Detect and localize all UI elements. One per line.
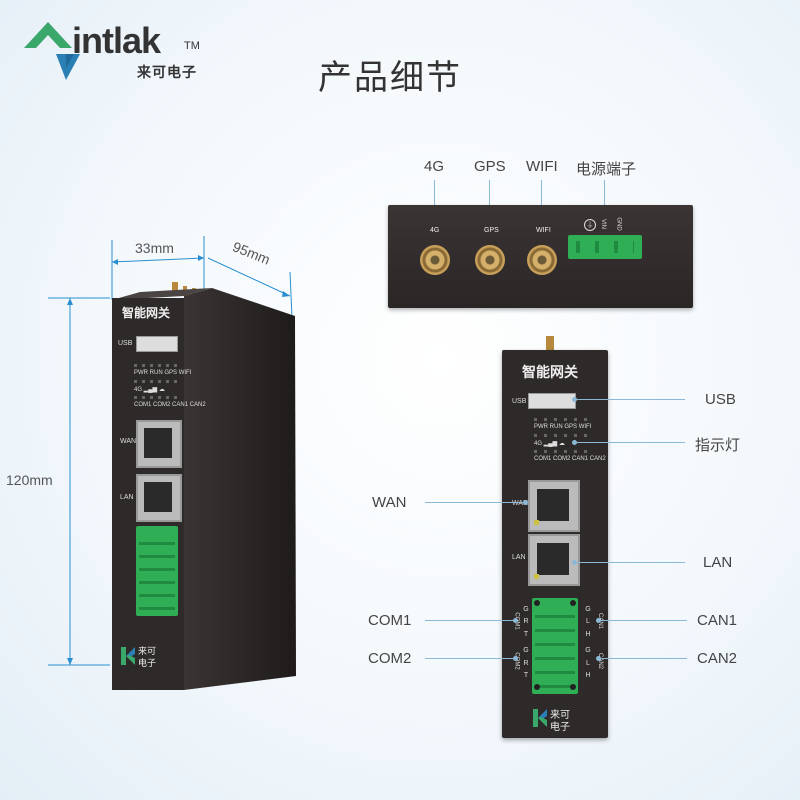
left-footer-logo: 来可 电子 xyxy=(120,642,176,670)
top-port-label-wifi: WIFI xyxy=(536,227,551,234)
front-wan-label: WAN xyxy=(512,500,529,507)
left-wan-port xyxy=(136,420,182,468)
callout-can2: CAN2 xyxy=(697,650,738,667)
power-terminal xyxy=(568,235,642,259)
top-port-label-4g: 4G xyxy=(430,227,440,234)
front-terminal-block xyxy=(532,598,578,694)
sma-port-4g xyxy=(420,245,450,275)
top-panel: 4G GPS WIFI ⏚ VIN GND xyxy=(388,205,693,308)
front-led-label-wifi: WIFI xyxy=(578,424,592,430)
pin-right-4: L xyxy=(586,659,590,667)
terminal-label-vin: VIN xyxy=(600,218,607,230)
left-footer-cn-1: 来可 xyxy=(138,647,157,657)
logo-mark-icon xyxy=(24,22,80,80)
footer-logo-icon xyxy=(121,647,135,665)
pin-right-1: L xyxy=(586,618,590,626)
left-usb-label: USB xyxy=(118,340,133,347)
top-label-gps: GPS xyxy=(474,158,506,175)
left-led-label-pwr: PWR xyxy=(134,370,148,376)
callout-com2: COM2 xyxy=(368,650,412,667)
pin-right-0: G xyxy=(585,606,591,613)
dimension-width: 33mm xyxy=(135,240,174,256)
front-led-label-gps: GPS xyxy=(564,424,578,430)
left-led-label-can1: CAN1 xyxy=(172,402,189,408)
front-right-pins: G L H G L H xyxy=(584,604,592,682)
sma-port-wifi xyxy=(527,245,557,275)
terminal-label-gnd: GND xyxy=(615,217,622,231)
sma-port-gps xyxy=(475,245,505,275)
top-label-power-terminal: 电源端子 xyxy=(576,160,637,178)
callout-wan: WAN xyxy=(372,494,407,511)
left-lan-label: LAN xyxy=(120,494,134,501)
left-led-label-com1: COM1 xyxy=(134,402,152,408)
ground-icon: ⏚ xyxy=(584,219,596,231)
left-lan-port xyxy=(136,474,182,522)
left-led-label-gps: GPS xyxy=(164,370,178,376)
left-usb-port xyxy=(136,336,178,352)
dimension-height: 120mm xyxy=(6,472,53,488)
left-led-label-4g: 4G xyxy=(134,387,143,393)
pin-right-3: G xyxy=(585,647,591,655)
front-led-label-can1: CAN1 xyxy=(572,456,589,462)
left-terminal-block xyxy=(136,526,178,616)
front-footer-logo: 来可 电子 xyxy=(532,704,592,733)
front-led-label-4g: 4G xyxy=(534,441,543,447)
pin-right-2: H xyxy=(585,630,591,638)
callout-usb: USB xyxy=(705,391,736,408)
page-title: 产品细节 xyxy=(318,58,462,98)
front-footer-logo-icon xyxy=(533,709,547,727)
pin-left-1: R xyxy=(523,618,529,626)
front-led-label-pwr: PWR xyxy=(534,424,548,430)
pin-left-2: T xyxy=(523,630,529,638)
left-led-label-wifi: WIFI xyxy=(178,370,192,376)
front-wan-port xyxy=(528,480,580,532)
left-led-label-can2: CAN2 xyxy=(189,402,206,408)
pin-left-5: T xyxy=(523,672,529,680)
left-device-name: 智能网关 xyxy=(122,306,171,320)
top-label-wifi: WIFI xyxy=(526,158,558,175)
front-device: 智能网关 USB PWR RUN GPS WIFI 4G ▂▄▆ ☁ COM1 … xyxy=(502,350,608,738)
front-led-label-com1: COM1 xyxy=(534,456,552,462)
left-device-front: 智能网关 USB PWR RUN GPS WIFI 4G ▂▄▆ ☁ COM1 … xyxy=(112,298,206,690)
brand-tm: TM xyxy=(184,40,200,52)
front-device-name: 智能网关 xyxy=(522,365,578,381)
front-lan-label: LAN xyxy=(512,554,526,561)
front-led-panel: PWR RUN GPS WIFI 4G ▂▄▆ ☁ COM1 COM2 CAN1… xyxy=(534,418,606,466)
left-led-panel: PWR RUN GPS WIFI 4G ▂▄▆ ☁ COM1 COM2 CAN1… xyxy=(134,364,206,412)
left-led-label-run: RUN xyxy=(149,370,163,376)
front-led-label-run: RUN xyxy=(549,424,563,430)
pin-left-3: G xyxy=(523,647,529,655)
brand-cn-name: 来可电子 xyxy=(137,65,197,81)
antenna xyxy=(546,336,554,352)
front-lan-port xyxy=(528,534,580,586)
pin-left-4: R xyxy=(523,659,529,667)
pin-right-5: H xyxy=(585,672,591,680)
callout-lan: LAN xyxy=(703,554,733,571)
front-group-com2: COM2 xyxy=(513,652,520,670)
front-footer-cn-1: 来可 xyxy=(550,710,570,721)
top-port-label-gps: GPS xyxy=(484,227,499,234)
front-footer-cn-2: 电子 xyxy=(550,722,570,733)
callout-com1: COM1 xyxy=(368,612,412,629)
callout-indicator: 指示灯 xyxy=(695,436,741,454)
front-usb-label: USB xyxy=(512,398,527,405)
brand-logo: intlak TM 来可电子 xyxy=(22,18,212,86)
front-led-label-com2: COM2 xyxy=(553,456,571,462)
front-led-label-can2: CAN2 xyxy=(589,456,606,462)
front-usb-port xyxy=(528,393,576,409)
left-wan-label: WAN xyxy=(120,438,137,445)
pin-left-0: G xyxy=(523,606,529,613)
callout-can1: CAN1 xyxy=(697,612,738,629)
brand-name: intlak xyxy=(72,20,161,61)
top-label-4g: 4G xyxy=(424,158,445,175)
front-left-pins: G R T G R T xyxy=(522,604,530,682)
left-footer-cn-2: 电子 xyxy=(138,659,157,669)
left-led-label-com2: COM2 xyxy=(153,402,171,408)
